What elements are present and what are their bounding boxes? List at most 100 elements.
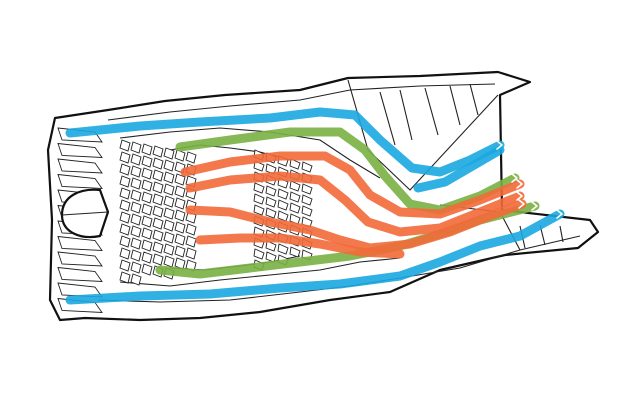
compressor-blade <box>152 145 164 158</box>
fan-blade <box>57 266 103 282</box>
compressor-blade <box>174 221 186 234</box>
compressor-blade <box>130 189 142 202</box>
turbine-blade <box>265 185 277 197</box>
compressor-blade <box>174 209 186 222</box>
turbine-blade <box>289 180 301 192</box>
compressor-blade <box>130 249 142 262</box>
compressor-blade <box>152 193 164 206</box>
compressor-blade <box>152 169 164 182</box>
compressor-blade <box>152 241 164 254</box>
fan-blade <box>57 251 103 267</box>
compressor-blade <box>119 175 131 188</box>
turbine-blade <box>277 199 289 211</box>
compressor-blade <box>141 215 153 228</box>
compressor-blade <box>185 235 197 248</box>
compressor-blade <box>130 177 142 190</box>
fan-blade <box>57 158 103 174</box>
turbine-blade <box>253 204 265 216</box>
hot-flow-3 <box>185 199 527 253</box>
turbine-blade <box>253 182 265 194</box>
bypass-flow-lower <box>65 209 565 305</box>
turbine-blade <box>289 158 301 170</box>
compressor-blade <box>152 229 164 242</box>
compressor-blade <box>141 227 153 240</box>
compressor-blade <box>174 149 186 162</box>
compressor-blade <box>130 273 142 286</box>
turbine-blade <box>301 161 313 173</box>
compressor-blade <box>119 139 131 152</box>
compressor-blade <box>119 235 131 248</box>
compressor-blade <box>119 187 131 200</box>
compressor-blade <box>163 207 175 220</box>
compressor-blade <box>119 247 131 260</box>
compressor-blade <box>163 219 175 232</box>
compressor-blade <box>119 259 131 272</box>
compressor-blade <box>119 211 131 224</box>
compressor-blade <box>130 153 142 166</box>
turbine-blade <box>301 205 313 217</box>
compressor-blade <box>130 237 142 250</box>
compressor-blade <box>130 141 142 154</box>
fan-blade <box>57 173 103 189</box>
compressor-blade <box>130 225 142 238</box>
compressor-blade <box>163 147 175 160</box>
bypass-duct-upper <box>107 83 496 121</box>
compressor-blade <box>152 157 164 170</box>
turbine-blade <box>301 194 313 206</box>
compressor-blade <box>141 143 153 156</box>
turbine-blade <box>277 243 289 255</box>
compressor-blade <box>163 171 175 184</box>
hot-flow-4 <box>195 233 405 259</box>
compressor-blade <box>130 213 142 226</box>
bypass-flow-upper <box>65 107 505 177</box>
compressor-blade <box>163 243 175 256</box>
compressor-blade <box>152 217 164 230</box>
turbine-blade <box>289 191 301 203</box>
fan-blade <box>57 142 103 158</box>
compressor-blade <box>119 199 131 212</box>
compressor-blade <box>152 205 164 218</box>
compressor-blade <box>174 197 186 210</box>
compressor-blade <box>141 155 153 168</box>
compressor-blade <box>163 231 175 244</box>
compressor-blade <box>185 223 197 236</box>
compressor-blade <box>130 165 142 178</box>
compressor-blade <box>141 203 153 216</box>
compressor-blade <box>141 239 153 252</box>
turbine-blade <box>265 207 277 219</box>
turbine-blade <box>253 160 265 172</box>
hot-flow-1 <box>180 151 525 219</box>
compressor-blade <box>141 191 153 204</box>
compressor-blade <box>185 151 197 164</box>
turbine-blade <box>253 248 265 260</box>
compressor-blade <box>141 251 153 264</box>
compressor-blade <box>119 151 131 164</box>
compressor-blade <box>130 201 142 214</box>
compressor-blade <box>163 183 175 196</box>
flow-arrow-icon <box>496 140 563 219</box>
compressor-blade <box>141 167 153 180</box>
compressor-blade <box>163 159 175 172</box>
turbine-blade <box>289 202 301 214</box>
turbine-blade <box>265 240 277 252</box>
compressor-blade <box>174 245 186 258</box>
compressor-blade <box>174 173 186 186</box>
turbine-blade <box>265 196 277 208</box>
compressor-blade <box>152 181 164 194</box>
bypass-flow-crossover <box>413 145 505 193</box>
compressor-blade <box>119 163 131 176</box>
turbine-blade <box>253 193 265 205</box>
core-casing-lower <box>119 257 401 287</box>
compressor-blade <box>174 233 186 246</box>
compressor-blade <box>130 261 142 274</box>
compressor-blade <box>174 185 186 198</box>
compressor-blade <box>185 247 197 260</box>
compressor-blade <box>119 223 131 236</box>
turbine-blade <box>277 188 289 200</box>
turbine-blade <box>301 183 313 195</box>
compressor-blade <box>163 195 175 208</box>
compressor-blade <box>141 179 153 192</box>
compressor-blade <box>141 263 153 276</box>
